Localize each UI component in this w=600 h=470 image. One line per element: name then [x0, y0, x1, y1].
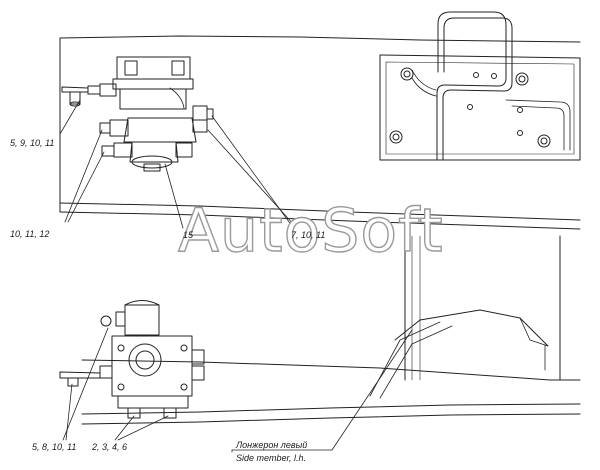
leader-lines: [59, 99, 413, 453]
upper-valve-assembly: [61, 56, 214, 172]
upper-side-member: [59, 35, 581, 230]
lower-side-member: [81, 235, 581, 425]
autosoft-watermark: AutoSoft: [177, 195, 444, 266]
callout-5-9-10-11: 5, 9, 10, 11: [10, 138, 55, 148]
callout-10-11-12: 10, 11, 12: [10, 229, 50, 239]
callout-7-10-11: 7, 10, 11: [291, 230, 326, 240]
side-member-label-en: Side member, l.h.: [236, 453, 307, 463]
callout-15: 15: [183, 230, 194, 240]
callout-2-3-4-6: 2, 3, 4, 6: [92, 442, 128, 452]
lower-valve-assembly: [59, 300, 205, 419]
tube-loop: [411, 11, 571, 161]
side-member-label-ru: Лонжерон левый: [236, 440, 308, 450]
frame-bracket-right: [379, 54, 581, 161]
callout-5-8-10-11: 5, 8, 10, 11: [32, 442, 77, 452]
